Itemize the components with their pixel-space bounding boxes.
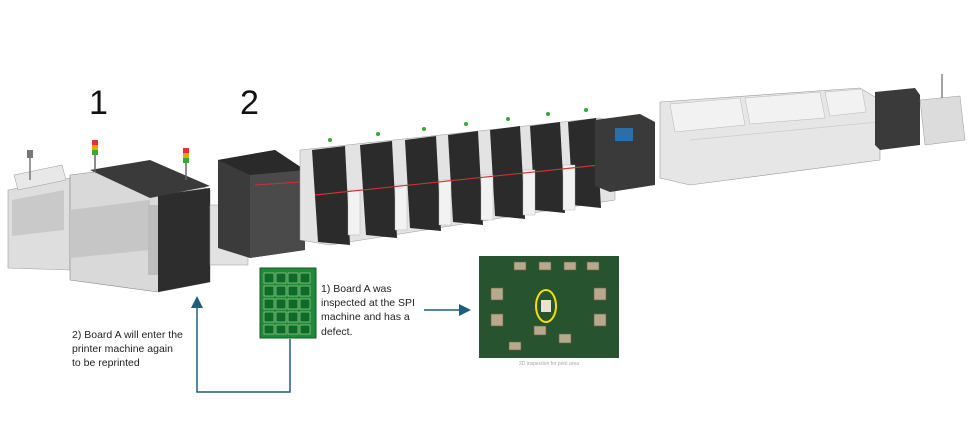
- loader-machine: [7, 150, 71, 271]
- note2-line2: printer machine again: [72, 343, 173, 356]
- defect-highlight: [535, 289, 557, 323]
- pick-and-place-modules: [299, 108, 616, 246]
- arrow-back-to-printer: [191, 296, 291, 393]
- note2-line3: to be reprinted: [72, 357, 140, 370]
- note1-line1: 1) Board A was: [321, 283, 392, 295]
- note-reprint: 2) Board A will enter the printer machin…: [72, 328, 212, 371]
- note-inspection-defect: 1) Board A was inspected at the SPI mach…: [321, 282, 441, 339]
- note1-line4: defect.: [321, 325, 353, 338]
- note2-line1: 2) Board A will enter the: [72, 329, 183, 341]
- note1-line2: inspected at the SPI: [321, 297, 415, 310]
- pcb-board-icon: [259, 267, 317, 339]
- step-1-label: 1: [89, 84, 108, 122]
- aoi-machine: [595, 114, 655, 192]
- inspection-image: [479, 256, 619, 358]
- step-2-label: 2: [240, 84, 259, 122]
- inspection-photo: [479, 256, 619, 358]
- unloader-machine: [875, 74, 966, 150]
- reflow-oven: [659, 87, 881, 186]
- note1-line3: machine and has a: [321, 311, 410, 324]
- spi-machine: [218, 150, 305, 258]
- inspection-caption: 2D inspection for print area: [518, 361, 580, 367]
